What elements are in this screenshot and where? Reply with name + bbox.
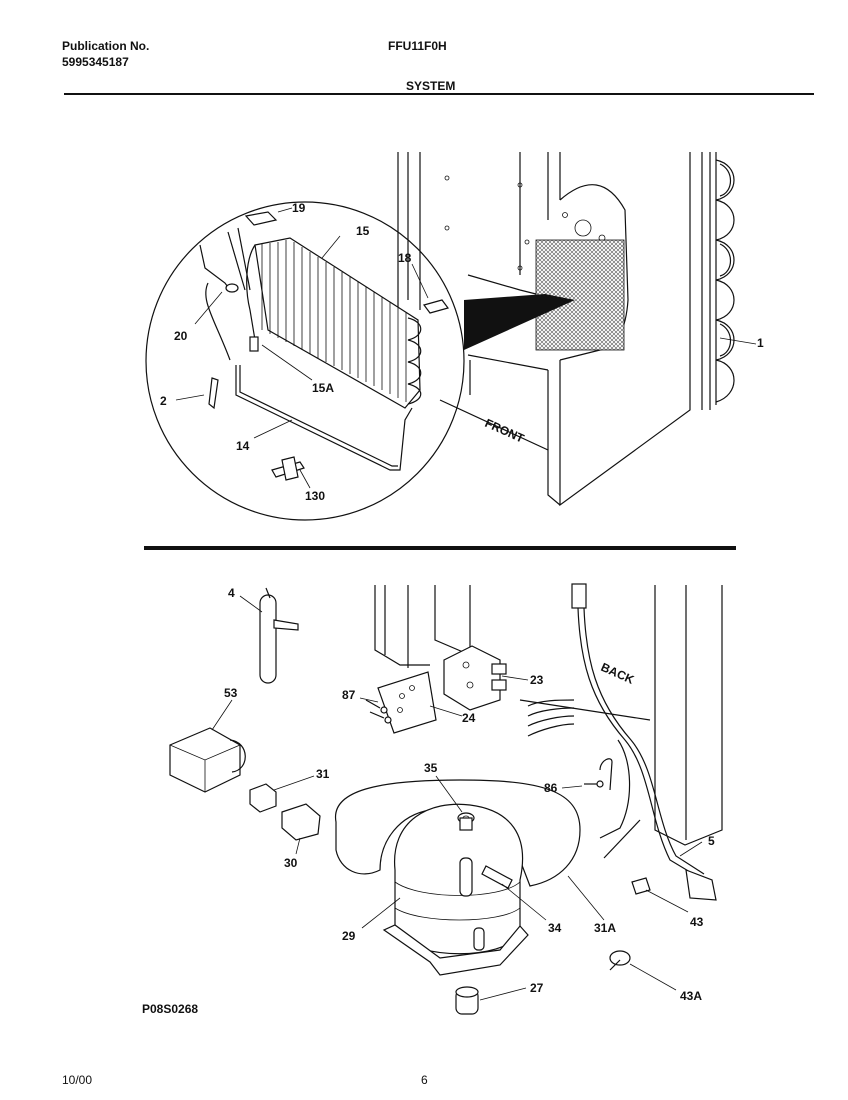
top-leaders (175, 207, 757, 489)
strap-43a-icon (609, 950, 631, 971)
publication-number: 5995345187 (62, 55, 129, 69)
evaporator-icon (246, 237, 422, 409)
clip-43-icon (631, 877, 651, 895)
part-label-86: 86 (544, 781, 558, 795)
part-label-1: 1 (757, 336, 764, 350)
part-label-15: 15 (356, 224, 370, 238)
drier-4-icon (259, 587, 299, 684)
evaporator-mesh-icon (535, 239, 625, 351)
page-number: 6 (421, 1073, 428, 1087)
part-label-87: 87 (342, 688, 356, 702)
part-label-15a: 15A (312, 381, 334, 395)
cabinet-drawing: FRONT (397, 152, 691, 507)
clip-2-icon (208, 377, 219, 410)
diagram-code: P08S0268 (142, 1002, 199, 1016)
overload-31-icon (249, 783, 277, 813)
condenser-coil-icon (701, 152, 735, 410)
zoom-callout-beam (464, 294, 575, 350)
part-label-27: 27 (530, 981, 544, 995)
relay-23-icon (443, 645, 507, 711)
tube-14-icon (235, 365, 413, 471)
compressor-29-icon (382, 803, 529, 976)
screw-86-icon (584, 758, 613, 791)
detail-zoom-circle (145, 201, 465, 521)
part-label-18: 18 (398, 251, 412, 265)
foot-27-icon (455, 986, 479, 1015)
part-label-35: 35 (424, 761, 438, 775)
sensor-20-icon (199, 227, 251, 361)
part-label-29: 29 (342, 929, 356, 943)
pad-19-icon (244, 211, 278, 226)
bracket-24-icon (377, 671, 437, 734)
section-divider (144, 546, 736, 550)
part-label-31: 31 (316, 767, 330, 781)
footer-date: 10/00 (62, 1073, 93, 1087)
part-label-24: 24 (462, 711, 476, 725)
header-rule (64, 93, 814, 95)
part-label-2: 2 (160, 394, 167, 408)
model-number: FFU11F0H (388, 39, 447, 53)
screw-130-icon (271, 456, 305, 481)
cover-53-icon (169, 727, 246, 793)
power-cord-5-icon (527, 583, 717, 901)
part-label-31a: 31A (594, 921, 616, 935)
relay-30-icon (281, 803, 321, 841)
part-label-5: 5 (708, 834, 715, 848)
base-31a-icon (334, 779, 581, 887)
pad-18-icon (422, 299, 450, 314)
section-title: SYSTEM (406, 79, 456, 93)
front-label: FRONT (483, 416, 527, 446)
back-label: BACK (599, 660, 637, 687)
part-label-14: 14 (236, 439, 250, 453)
part-label-34: 34 (548, 921, 562, 935)
part-label-43a: 43A (680, 989, 702, 1003)
part-label-19: 19 (292, 201, 306, 215)
screws-87-icon (365, 699, 392, 724)
publication-label: Publication No. (62, 39, 150, 53)
part-label-130: 130 (305, 489, 325, 503)
tube-14-inner (239, 365, 398, 467)
part-label-30: 30 (284, 856, 298, 870)
part-label-4: 4 (228, 586, 235, 600)
grommet-35-icon (457, 812, 475, 831)
part-label-53: 53 (224, 686, 238, 700)
part-label-20: 20 (174, 329, 188, 343)
bottom-leaders (211, 595, 703, 1001)
part-label-23: 23 (530, 673, 544, 687)
part-label-43: 43 (690, 915, 704, 929)
